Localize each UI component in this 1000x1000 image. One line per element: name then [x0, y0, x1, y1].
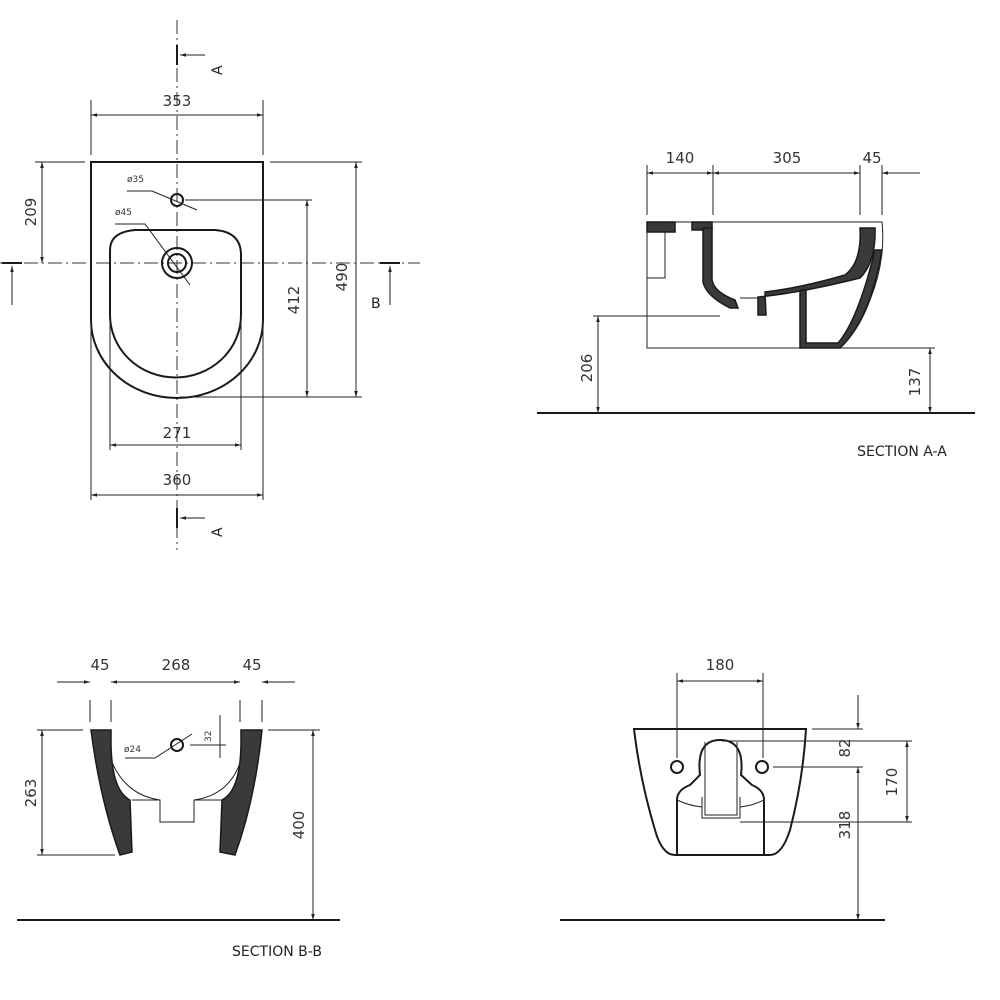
back-view: 180 82 170 318: [560, 656, 912, 921]
section-b-b-title: SECTION B-B: [232, 944, 322, 960]
dim-318: 318: [836, 811, 854, 840]
hole-large-label: ø45: [115, 208, 132, 218]
dim-137: 137: [906, 368, 924, 397]
hole-bb-label: ø24: [124, 745, 141, 755]
bowl-outline: [109, 229, 242, 379]
dim-263: 263: [22, 779, 40, 808]
dim-490: 490: [333, 263, 351, 292]
dim-45-left: 45: [90, 656, 109, 674]
fixing-hole-right: [755, 760, 769, 774]
dim-268: 268: [162, 656, 191, 674]
section-a-a: 140 305 45 206 137 SECTION A-A: [537, 149, 975, 460]
dim-45-aa: 45: [862, 149, 881, 167]
top-view: ø35 ø45 A A B 353 209 412 490 271: [0, 20, 420, 550]
dim-305: 305: [773, 149, 802, 167]
dim-170: 170: [883, 768, 901, 797]
dim-400: 400: [290, 811, 308, 840]
section-b-b: ø24 32 45 268 45 263 400 SECTION B-B: [17, 656, 340, 960]
fixing-hole-left: [670, 760, 684, 774]
dim-206: 206: [578, 354, 596, 383]
dim-140: 140: [666, 149, 695, 167]
dim-360: 360: [163, 471, 192, 489]
section-a-a-title: SECTION A-A: [857, 444, 947, 460]
hole-small-label: ø35: [127, 175, 144, 185]
dim-353: 353: [163, 92, 192, 110]
drain-outer: [161, 247, 193, 279]
dim-209: 209: [22, 198, 40, 227]
tap-hole: [170, 193, 184, 207]
section-b-marker: B: [371, 296, 381, 312]
dim-180: 180: [706, 656, 735, 674]
bidet-outline: [90, 161, 264, 399]
dim-45-right: 45: [242, 656, 261, 674]
section-a-marker-top: A: [210, 65, 226, 75]
back-outline: [632, 728, 808, 856]
drain-inner: [167, 253, 187, 273]
section-a-marker-bottom: A: [210, 527, 226, 537]
dim-271: 271: [163, 424, 192, 442]
dim-32: 32: [204, 731, 214, 742]
dim-412: 412: [285, 286, 303, 315]
tap-hole-bb: [170, 738, 184, 752]
dim-82: 82: [836, 738, 854, 757]
